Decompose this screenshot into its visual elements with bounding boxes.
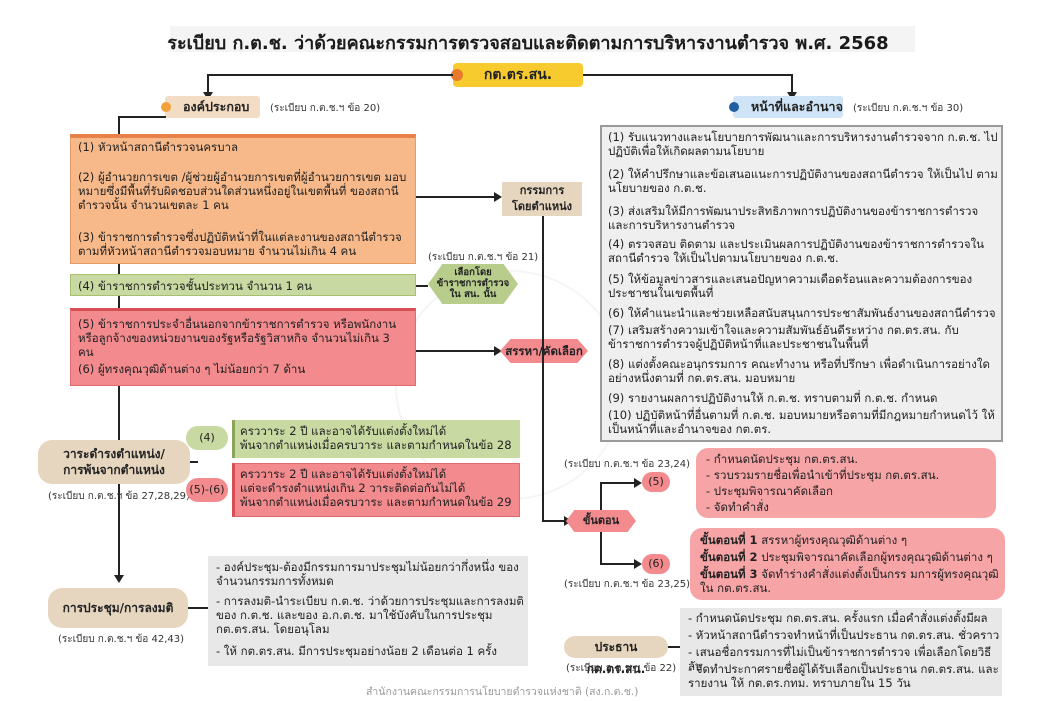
arrow-icon — [494, 192, 502, 202]
steps-item-5: - ประชุมพิจารณาคัดเลือก — [706, 484, 833, 498]
chair-item: - กำหนดนัดประชุม กต.ตร.สน. ครั้งแรก เมื่… — [688, 611, 988, 625]
connector — [118, 116, 166, 118]
connector — [600, 482, 602, 510]
chair-ref: (ระเบียบ ก.ต.ช.ฯ ข้อ 22) — [566, 663, 677, 674]
composition-box-officials — [70, 134, 416, 264]
root-node: กต.ตร.สน. — [453, 63, 583, 87]
steps-ref-5: (ระเบียบ ก.ต.ช.ฯ ข้อ 23,24) — [564, 459, 691, 470]
chair-item: - จัดทำประกาศรายชื่อผู้ได้รับเลือกเป็นปร… — [688, 662, 999, 690]
duties-item: (4) ตรวจสอบ ติดตาม และประเมินผลการปฏิบัต… — [608, 237, 985, 265]
term-text-5-6: ครววาระ 2 ปี และอาจได้รับแต่งตั้งใหม่ได้… — [240, 467, 512, 509]
duties-item: (9) รายงานผลการปฏิบัติงานให้ ก.ต.ช. ทราบ… — [608, 391, 938, 405]
arrow-icon — [634, 478, 642, 488]
duties-item: (8) แต่งตั้งคณะอนุกรรมการ คณะทำงาน หรือท… — [608, 357, 990, 385]
duties-dot-icon — [729, 102, 739, 112]
chair-item: - หัวหน้าสถานีตำรวจทำหน้าที่เป็นประธาน ก… — [688, 628, 1000, 642]
term-label: วาระดำรงตำแหน่ง/ การพ้นจากตำแหน่ง — [38, 440, 190, 484]
center-spine — [542, 216, 544, 522]
connector — [416, 350, 500, 352]
arrow-icon — [114, 575, 124, 583]
connector — [416, 196, 500, 198]
composition-item: (5) ข้าราชการประจำอื่นนอกจากข้าราชการตำร… — [78, 317, 397, 359]
duties-label: หน้าที่และอำนาจ — [733, 96, 843, 118]
duties-item: (7) เสริมสร้างความเข้าใจและความสัมพันธ์อ… — [608, 323, 959, 351]
steps-tag-5: (5) — [642, 472, 670, 492]
duties-box — [600, 125, 1003, 442]
connector — [416, 285, 428, 287]
connector — [600, 482, 640, 484]
duties-item: (3) ส่งเสริมให้มีการพัฒนาประสิทธิภาพการป… — [608, 204, 979, 232]
connector — [207, 74, 209, 94]
term-text-4: ครววาระ 2 ปี และอาจได้รับแต่งตั้งใหม่ได้… — [240, 424, 512, 452]
step-number: ขั้นตอนที่ 1 — [700, 533, 758, 547]
step-text: ประชุมพิจารณาคัดเลือกผู้ทรงคุณวุฒิด้านต่… — [757, 550, 993, 564]
connector — [190, 461, 198, 463]
duties-item: (5) ให้ข้อมูลข่าวสารและเสนอปัญหาความเดือ… — [608, 272, 973, 300]
composition-item: (4) ข้าราชการตำรวจชั้นประทวน จำนวน 1 คน — [78, 279, 313, 293]
connector — [542, 520, 568, 522]
connector — [600, 563, 640, 565]
term-tag-4: (4) — [186, 426, 228, 450]
steps-node: ขั้นตอน — [566, 510, 636, 532]
step-number: ขั้นตอนที่ 2 — [700, 550, 758, 564]
composition-box-external — [70, 308, 416, 386]
meeting-box — [208, 556, 528, 666]
composition-item: (3) ข้าราชการตำรวจซึ่งปฏิบัติหน้าที่ในแต… — [78, 230, 402, 258]
term-tag-5-6: (5)-(6) — [186, 478, 228, 502]
duties-item: (6) ให้คำแนะนำและช่วยเหลือสนับสนุนการประ… — [608, 306, 996, 320]
elected-node: เลือกโดย ข้าราชการตำรวจ ใน สน. นั้น — [428, 264, 518, 304]
recruit-node: สรรหา/คัดเลือก — [500, 339, 588, 363]
steps-item-6: ขั้นตอนที่ 1 สรรหาผู้ทรงคุณวุฒิด้านต่าง … — [700, 533, 1000, 547]
term-ref: (ระเบียบ ก.ต.ช.ฯ ข้อ 27,28,29) — [48, 491, 190, 502]
step-text: จัดทำร่างคำสั่งแต่งตั้งเป็นกรร มการผู้ทร… — [700, 567, 999, 595]
steps-tag-6: (6) — [642, 554, 670, 574]
steps-item-5: - กำหนดนัดประชุม กต.ตร.สน. — [706, 452, 859, 466]
duties-item: (10) ปฏิบัติหน้าที่อื่นตามที่ ก.ต.ช. มอบ… — [608, 408, 995, 436]
term-box-5-6 — [232, 463, 520, 517]
steps-item-5: - จัดทำคำสั่ง — [706, 500, 769, 514]
connector — [791, 74, 793, 94]
steps-item-6: ขั้นตอนที่ 2 ประชุมพิจารณาคัดเลือกผู้ทรง… — [700, 550, 1000, 564]
chair-label: ประธาน กต.ตร.สน. — [564, 636, 668, 676]
step-number: ขั้นตอนที่ 3 — [700, 567, 758, 581]
connector — [207, 74, 453, 76]
arrow-icon — [634, 559, 642, 569]
composition-item: (1) หัวหน้าสถานีตำรวจนครบาล — [78, 140, 239, 154]
duties-ref: (ระเบียบ ก.ต.ช.ฯ ข้อ 30) — [853, 103, 964, 114]
composition-item: (2) ผู้อำนวยการเขต /ผู้ช่วยผู้อำนวยการเข… — [78, 170, 407, 212]
connector — [600, 532, 602, 564]
duties-item: (1) รับแนวทางและนโยบายการพัฒนาและการบริห… — [608, 130, 998, 158]
composition-ref: (ระเบียบ ก.ต.ช.ฯ ข้อ 20) — [270, 103, 381, 114]
steps-item-6: ขั้นตอนที่ 3 จัดทำร่างคำสั่งแต่งตั้งเป็น… — [700, 567, 1000, 595]
composition-dot-icon — [161, 102, 171, 112]
steps-item-5: - รวบรวมรายชื่อเพื่อนำเข้าที่ประชุม กต.ต… — [706, 468, 940, 482]
meeting-ref: (ระเบียบ ก.ต.ช.ฯ ข้อ 42,43) — [58, 634, 185, 645]
term-box-4 — [232, 420, 520, 458]
step-text: สรรหาผู้ทรงคุณวุฒิด้านต่าง ๆ — [757, 533, 908, 547]
composition-item: (6) ผู้ทรงคุณวุฒิด้านต่าง ๆ ไม่น้อยกว่า … — [78, 362, 306, 376]
chair-item: - เสนอชื่อกรรมการที่ไม่เป็นข้าราชการตำรว… — [688, 645, 992, 673]
arrow-icon — [494, 346, 502, 356]
connector — [188, 607, 208, 609]
footer-credit: สำนักงานคณะกรรมการนโยบายตำรวจแห่งชาติ (ส… — [366, 686, 639, 698]
steps-box-6 — [690, 528, 1005, 600]
elected-ref: (ระเบียบ ก.ต.ช.ฯ ข้อ 21) — [428, 252, 539, 263]
chair-box — [680, 608, 1002, 696]
composition-box-nco — [70, 274, 416, 296]
title-background — [170, 26, 915, 52]
meeting-item: - องค์ประชุม-ต้องมีกรรมการมาประชุมไม่น้อ… — [216, 560, 519, 588]
meeting-item: - การลงมติ-นำระเบียบ ก.ต.ช. ว่าด้วยการปร… — [216, 594, 524, 636]
by-position-box: กรรมการ โดยตำแหน่ง — [502, 182, 582, 216]
duties-item: (2) ให้คำปรึกษาและข้อเสนอแนะการปฏิบัติงา… — [608, 167, 998, 195]
steps-box-5 — [696, 448, 996, 518]
root-dot-icon — [451, 69, 463, 81]
steps-ref-6: (ระเบียบ ก.ต.ช.ฯ ข้อ 23,25) — [564, 579, 691, 590]
page-title: ระเบียบ ก.ต.ช. ว่าด้วยคณะกรรมการตรวจสอบแ… — [167, 33, 889, 54]
connector — [583, 74, 793, 76]
meeting-label: การประชุม/การลงมติ — [48, 588, 188, 628]
meeting-item: - ให้ กต.ตร.สน. มีการประชุมอย่างน้อย 2 เ… — [216, 644, 497, 658]
connector — [668, 646, 680, 648]
composition-label: องค์ประกอบ — [165, 96, 260, 118]
